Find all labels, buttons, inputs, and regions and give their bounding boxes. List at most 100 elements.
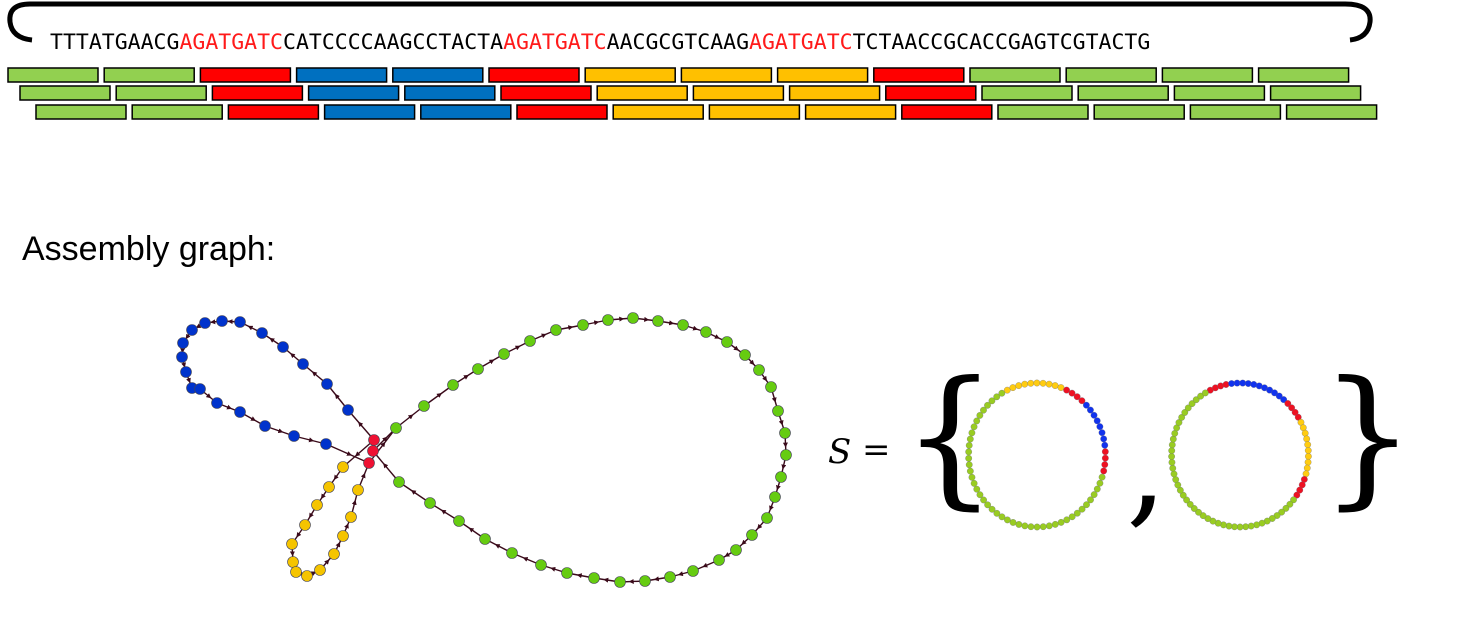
cycle-node <box>1033 379 1041 387</box>
edge-arrow <box>677 571 684 577</box>
read-bar <box>997 104 1089 120</box>
read-bar <box>131 104 223 120</box>
cycle-node <box>968 429 976 437</box>
graph-node <box>299 519 311 531</box>
cycle-node <box>980 496 987 504</box>
graph-node <box>297 358 309 370</box>
cycle-node <box>998 513 1006 521</box>
cycle-node <box>984 501 991 509</box>
cycle-node <box>988 505 996 513</box>
cycle-node <box>1178 414 1186 421</box>
cycle-node <box>1169 464 1177 472</box>
cycle-node <box>1045 380 1053 388</box>
sequencing-reads <box>7 67 1378 120</box>
edge-arrow <box>351 499 357 506</box>
cycle-node <box>1168 459 1176 466</box>
edge-arrow <box>205 393 212 399</box>
read-bar <box>788 85 881 101</box>
cycle-node <box>1278 508 1285 516</box>
edge-arrow <box>290 353 296 359</box>
read-bar <box>35 104 127 120</box>
read-bar <box>227 104 320 120</box>
cycle-node <box>1027 523 1035 531</box>
edge-arrow <box>277 428 284 434</box>
graph-node <box>627 312 639 324</box>
graph-node <box>320 438 332 450</box>
edge-arrow <box>310 571 317 577</box>
edge-arrow <box>494 544 501 549</box>
cycle-node <box>1101 454 1109 462</box>
open-brace: { <box>902 350 998 524</box>
graph-node <box>323 481 335 493</box>
read-bar <box>404 85 496 101</box>
graph-node <box>721 336 733 348</box>
edge-arrow <box>333 474 339 481</box>
close-brace: } <box>1320 350 1416 524</box>
edge-arrow <box>522 557 529 562</box>
graph-node <box>769 491 781 503</box>
graph-node <box>506 547 518 559</box>
cycle-node <box>976 412 984 419</box>
cycle-node <box>1280 396 1288 403</box>
cycle-node <box>1228 380 1235 387</box>
cycle-node <box>1057 384 1065 391</box>
cycle-node <box>1291 409 1299 416</box>
cycle-node <box>1098 473 1106 481</box>
cycle-node <box>1172 476 1180 483</box>
read-bar <box>211 85 304 101</box>
cycle-node <box>1168 453 1175 460</box>
read-bar <box>612 104 704 120</box>
edge-arrow <box>311 371 318 377</box>
graph-node <box>186 324 198 336</box>
graph-node <box>259 420 271 432</box>
cycle-node <box>1078 397 1086 405</box>
graph-node <box>321 378 333 390</box>
edge-arrow <box>550 566 556 572</box>
edge-arrow <box>410 490 417 495</box>
read-bar <box>199 67 292 83</box>
graph-node <box>418 400 430 412</box>
edge-arrow <box>382 436 388 442</box>
edge-arrow <box>269 337 275 343</box>
graph-node <box>535 559 547 571</box>
assembled-cycle <box>965 379 1109 531</box>
graph-node <box>337 530 349 542</box>
cycle-node <box>1087 496 1094 504</box>
edge-arrow <box>567 325 574 331</box>
cycle-node <box>1231 523 1238 531</box>
edge-arrow <box>488 359 495 365</box>
graph-node <box>256 327 268 339</box>
read-bar <box>307 85 400 101</box>
graph-node <box>700 326 712 338</box>
cycle-node <box>1190 505 1198 512</box>
cycle-node <box>970 480 978 487</box>
cycle-node <box>1068 513 1076 521</box>
cycle-node <box>1009 384 1017 391</box>
edge-arrow <box>296 531 302 538</box>
cycle-node <box>1083 401 1090 409</box>
edge-arrow <box>769 505 774 511</box>
read-bar <box>488 67 580 83</box>
read-bar <box>1161 67 1254 83</box>
cycle-node <box>1179 491 1187 499</box>
graph-node <box>277 341 289 353</box>
graph-node <box>352 484 364 496</box>
graph-node <box>472 363 484 375</box>
sequence-segment: TTTATGAACG <box>50 30 180 55</box>
read-bar <box>500 85 592 101</box>
cycle-node <box>1239 379 1247 387</box>
cycle-node <box>1273 512 1281 519</box>
read-bar <box>804 104 897 120</box>
graph-node <box>588 572 600 584</box>
edge-arrow <box>185 333 191 340</box>
cycle-node <box>1168 441 1176 449</box>
read-bar <box>115 85 207 101</box>
cycle-node <box>1201 389 1209 397</box>
edge-arrow <box>714 334 720 339</box>
read-bar <box>692 85 785 101</box>
cycle-node <box>1045 522 1053 530</box>
edge-arrow <box>335 541 341 548</box>
graph-node <box>337 461 349 473</box>
graph-node <box>211 397 223 409</box>
